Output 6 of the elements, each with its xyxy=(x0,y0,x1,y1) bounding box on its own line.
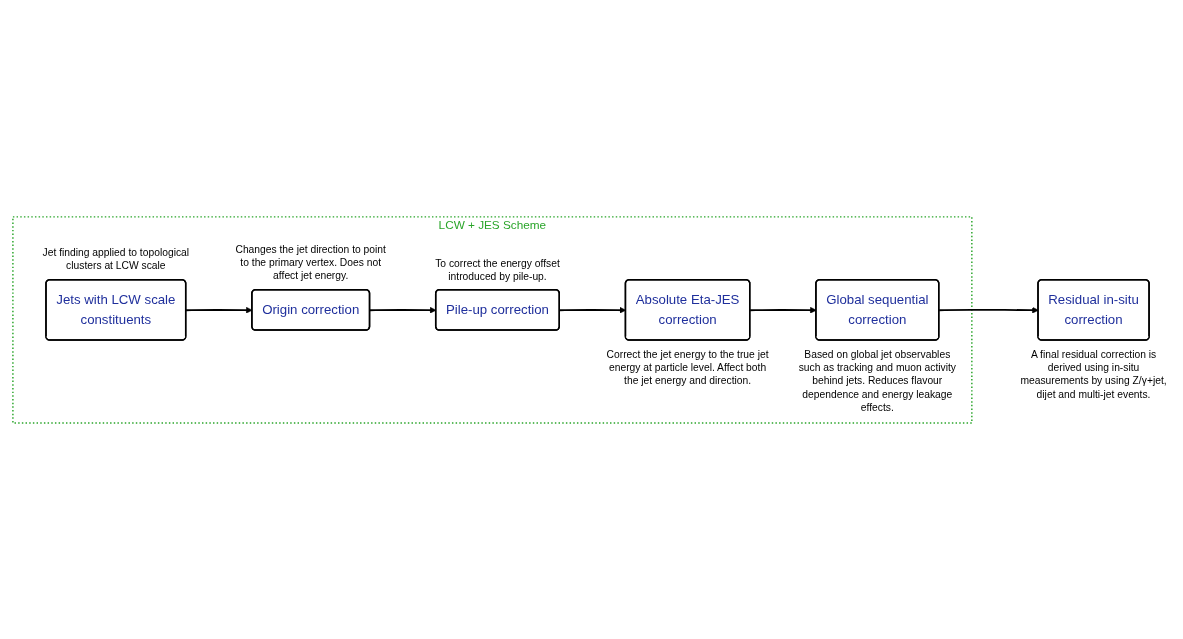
node-caption: Based on global jet observables such as tracking and muon activity behind jets. Reduces flavour dependence and energy leakage effects. xyxy=(797,346,957,414)
node-caption: Correct the jet energy to the true jet energy at particle level. Affect both the jet energy and direction. xyxy=(605,346,770,387)
node-caption: Changes the jet direction to point to the primary vertex. Does not affect jet energy. xyxy=(233,241,387,282)
node-caption: To correct the energy offset introduced by pile-up. xyxy=(433,255,561,282)
node-caption: A final residual correction is derived using in-situ measurements by using Z/γ+jet, dijet and multi-jet events. xyxy=(1018,346,1168,401)
node-caption: Jet finding applied to topological clusters at LCW scale xyxy=(41,245,190,272)
